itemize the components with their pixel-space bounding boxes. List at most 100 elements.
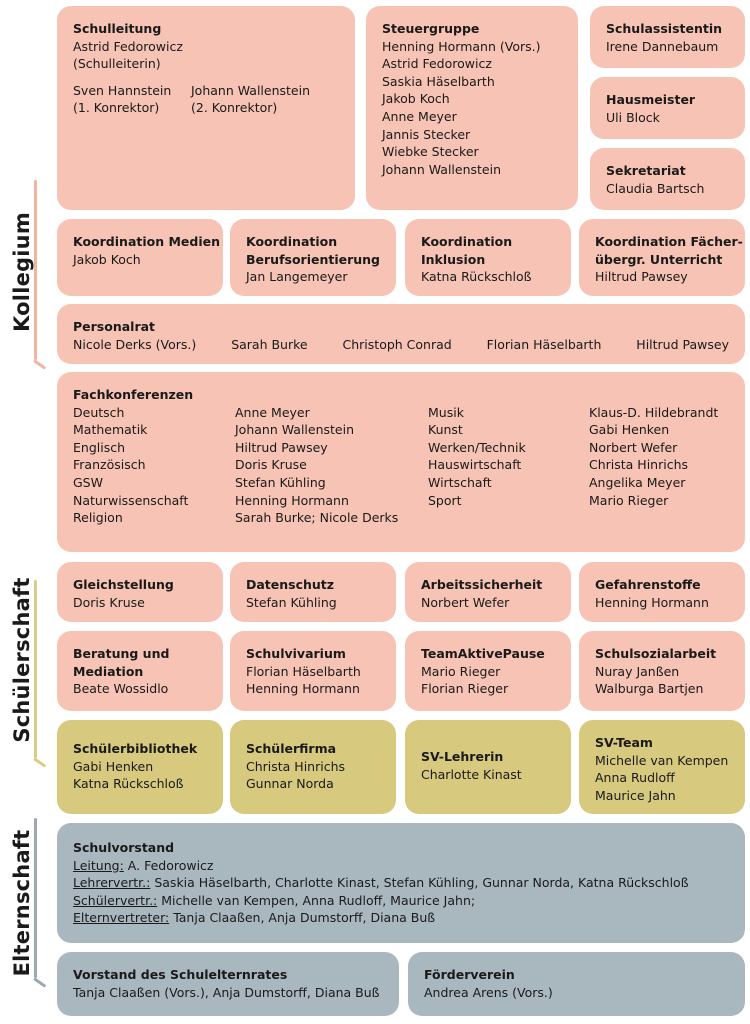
box-name: Henning Hormann bbox=[246, 681, 360, 697]
hausmeister-name: Uli Block bbox=[606, 109, 660, 125]
box-schulsozialarbeit: Schulsozialarbeit Nuray Janßen Walburga … bbox=[579, 631, 745, 711]
box-schuelerbibliothek: Schülerbibliothek Gabi Henken Katna Rück… bbox=[57, 720, 223, 814]
fach-chair: Anne Meyer bbox=[235, 404, 310, 420]
fach-chair: Mario Rieger bbox=[589, 492, 669, 508]
section-label-kollegium: Kollegium bbox=[10, 212, 34, 332]
steuergruppe-member: Johann Wallenstein bbox=[382, 161, 502, 177]
box-name: Maurice Jahn bbox=[595, 787, 676, 803]
box-schulassistentin: Schulassistentin Irene Dannebaum bbox=[590, 6, 745, 68]
box-name: Stefan Kühling bbox=[246, 594, 337, 610]
fach-subject: Werken/Technik bbox=[428, 439, 526, 455]
koordination-name: Hiltrud Pawsey bbox=[595, 269, 688, 285]
fach-subject: Deutsch bbox=[73, 404, 125, 420]
fach-chair: Klaus-D. Hildebrandt bbox=[589, 404, 719, 420]
fach-subject: Wirtschaft bbox=[428, 474, 492, 490]
steuergruppe-member: Astrid Fedorowicz bbox=[382, 56, 492, 72]
fach-chair: Norbert Wefer bbox=[589, 439, 678, 455]
steuergruppe-member: Jannis Stecker bbox=[382, 126, 471, 142]
steuergruppe-member: Jakob Koch bbox=[382, 91, 450, 107]
fach-chair: Angelika Meyer bbox=[589, 474, 686, 490]
box-title: Gleichstellung bbox=[73, 577, 174, 592]
personalrat-member: Hiltrud Pawsey bbox=[636, 336, 729, 352]
foerderverein-title: Förderverein bbox=[424, 967, 515, 982]
schulleitung-title: Schulleitung bbox=[73, 21, 162, 36]
hausmeister-title: Hausmeister bbox=[606, 92, 696, 107]
box-name: Charlotte Kinast bbox=[421, 766, 522, 782]
koordination-title: Inklusion bbox=[421, 251, 486, 267]
box-koordination-berufsorientierung: Koordination Berufsorientierung Jan Lang… bbox=[230, 219, 396, 296]
box-teamaktivepause: TeamAktivePause Mario Rieger Florian Rie… bbox=[405, 631, 571, 711]
leitung-value: A. Fedorowicz bbox=[123, 857, 214, 873]
box-sv-team: SV-Team Michelle van Kempen Anna Rudloff… bbox=[579, 720, 745, 814]
box-sv-lehrerin: SV-Lehrerin Charlotte Kinast bbox=[405, 720, 571, 814]
box-title: SV-Team bbox=[595, 735, 653, 750]
fach-chair: Hiltrud Pawsey bbox=[235, 439, 328, 455]
koordination-name: Katna Rückschloß bbox=[421, 269, 532, 285]
schulelternrat-title: Vorstand des Schulelternrates bbox=[73, 967, 288, 982]
box-arbeitssicherheit: Arbeitssicherheit Norbert Wefer bbox=[405, 562, 571, 622]
fach-subject: Musik bbox=[428, 404, 464, 420]
box-koordination-medien: Koordination Medien Jakob Koch bbox=[57, 219, 223, 296]
steuergruppe-member: Anne Meyer bbox=[382, 108, 457, 124]
box-name: Beate Wossidlo bbox=[73, 681, 169, 697]
box-name: Doris Kruse bbox=[73, 594, 145, 610]
fach-subject: Religion bbox=[73, 510, 123, 526]
fach-chair: Doris Kruse bbox=[235, 457, 307, 473]
personalrat-member: Florian Häselbarth bbox=[486, 336, 602, 352]
schulvorstand-title: Schulvorstand bbox=[73, 840, 175, 855]
schueler-label: Schülervertr.: bbox=[73, 892, 158, 908]
fach-subject: Naturwissenschaft bbox=[73, 492, 189, 508]
box-title: Schulvivarium bbox=[246, 646, 346, 661]
box-sekretariat: Sekretariat Claudia Bartsch bbox=[590, 148, 745, 210]
schulvorstand-eltern: Elternvertreter: Tanja Claaßen, Anja Dum… bbox=[73, 909, 729, 927]
personalrat-title: Personalrat bbox=[73, 319, 156, 334]
fachkonferenzen-title: Fachkonferenzen bbox=[73, 387, 194, 402]
fach-chair: Johann Wallenstein bbox=[235, 422, 355, 438]
box-name: Walburga Bartjen bbox=[595, 681, 704, 697]
sekretariat-name: Claudia Bartsch bbox=[606, 180, 705, 196]
steuergruppe-title: Steuergruppe bbox=[382, 21, 480, 36]
lehrer-value: Saskia Häselbarth, Charlotte Kinast, Ste… bbox=[150, 875, 689, 891]
box-koordination-faecheruebergreifend: Koordination Fächer- übergr. Unterricht … bbox=[579, 219, 745, 296]
koordination-title: Koordination bbox=[421, 234, 513, 249]
box-title: Schülerbibliothek bbox=[73, 741, 198, 756]
schulvorstand-leitung: Leitung: A. Fedorowicz bbox=[73, 857, 729, 875]
box-koordination-inklusion: Koordination Inklusion Katna Rückschloß bbox=[405, 219, 571, 296]
sekretariat-title: Sekretariat bbox=[606, 163, 686, 178]
schueler-value: Michelle van Kempen, Anna Rudloff, Mauri… bbox=[157, 892, 476, 908]
box-personalrat: Personalrat Nicole Derks (Vors.) Sarah B… bbox=[57, 304, 745, 364]
fach-subject: Englisch bbox=[73, 439, 126, 455]
box-title: Datenschutz bbox=[246, 577, 335, 592]
box-title: Schülerfirma bbox=[246, 741, 337, 756]
steuergruppe-member: Saskia Häselbarth bbox=[382, 73, 495, 89]
box-name: Nuray Janßen bbox=[595, 663, 680, 679]
leitung-label: Leitung: bbox=[73, 857, 124, 873]
schulvorstand-lehrer: Lehrervertr.: Saskia Häselbarth, Charlot… bbox=[73, 874, 729, 892]
box-name: Mario Rieger bbox=[421, 663, 501, 679]
koordination-title: Koordination Fächer- bbox=[595, 234, 743, 249]
konrektor-1-name: Sven Hannstein bbox=[73, 82, 172, 98]
steuergruppe-member: Henning Hormann (Vors.) bbox=[382, 38, 541, 54]
koordination-title: übergr. Unterricht bbox=[595, 251, 723, 267]
schulleitung-head: Astrid Fedorowicz bbox=[73, 38, 183, 54]
schulleitung-head-role: (Schulleiterin) bbox=[73, 56, 161, 72]
fach-subject: Sport bbox=[428, 492, 462, 508]
fach-subject: Mathematik bbox=[73, 422, 148, 438]
fach-subject: Französisch bbox=[73, 457, 146, 473]
box-schulvivarium: Schulvivarium Florian Häselbarth Henning… bbox=[230, 631, 396, 711]
box-name: Norbert Wefer bbox=[421, 594, 510, 610]
koordination-title: Berufsorientierung bbox=[246, 251, 381, 267]
koordination-name: Jan Langemeyer bbox=[246, 269, 348, 285]
box-fachkonferenzen: Fachkonferenzen Deutsch Mathematik Engli… bbox=[57, 372, 745, 552]
fach-subject: Kunst bbox=[428, 422, 463, 438]
box-name: Gunnar Norda bbox=[246, 776, 334, 792]
konrektor-1-role: (1. Konrektor) bbox=[73, 100, 160, 116]
box-name: Christa Hinrichs bbox=[246, 758, 346, 774]
box-title: SV-Lehrerin bbox=[421, 749, 504, 764]
box-title: Schulsozialarbeit bbox=[595, 646, 717, 661]
box-gleichstellung: Gleichstellung Doris Kruse bbox=[57, 562, 223, 622]
schulelternrat-names: Tanja Claaßen (Vors.), Anja Dumstorff, D… bbox=[73, 984, 380, 1000]
fach-chair: Gabi Henken bbox=[589, 422, 670, 438]
box-name: Michelle van Kempen bbox=[595, 752, 729, 768]
eltern-value: Tanja Claaßen, Anja Dumstorff, Diana Buß bbox=[169, 910, 436, 926]
